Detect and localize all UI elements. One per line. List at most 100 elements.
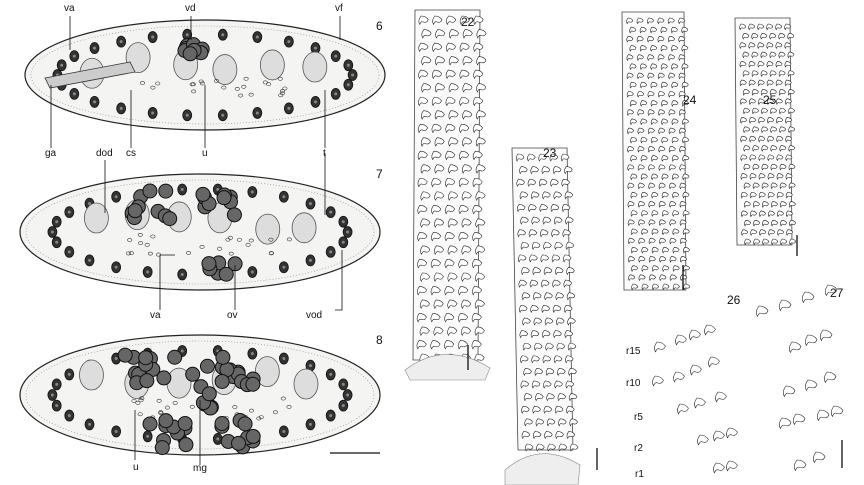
section-6-egg [234, 86, 240, 91]
proboscis-25-hook [760, 89, 768, 96]
proboscis-24-hook [630, 191, 638, 199]
proboscis-24-hook [661, 136, 669, 144]
proboscis-24-hook [630, 136, 638, 144]
proboscis-22-hook [416, 340, 427, 350]
section-8-egg [189, 404, 195, 409]
proboscis-25-hook [761, 126, 769, 134]
proboscis-25-hook [739, 61, 747, 68]
fig27-hook [789, 341, 802, 354]
proboscis-22-hook [417, 123, 428, 134]
proboscis-24-hook [657, 17, 665, 25]
section-7-egg [199, 245, 205, 249]
proboscis-25-hook [740, 117, 748, 124]
proboscis-23-hook [517, 229, 526, 238]
proboscis-25-hook [758, 135, 766, 143]
fig26-hook [654, 341, 666, 353]
proboscis-24-hook [647, 72, 655, 80]
proboscis-22-hook [475, 164, 486, 174]
proboscis-23-hook [566, 405, 575, 414]
fig27-hook [820, 329, 833, 342]
proboscis-23-hook [516, 178, 525, 187]
proboscis-24-hook [670, 26, 678, 34]
section-8-follicle-nucleus [114, 429, 118, 433]
proboscis-24-hook [639, 45, 647, 52]
proboscis-24-hook [641, 210, 648, 217]
section-7-follicle-nucleus [308, 202, 312, 206]
proboscis-23-hook [544, 317, 554, 326]
proboscis-24-hook [679, 237, 687, 245]
proboscis-25-hook [766, 42, 774, 49]
proboscis-24-hook [682, 173, 690, 181]
proboscis-23-hook [544, 431, 553, 440]
proboscis-23-hook [554, 241, 563, 250]
proboscis-22-hook [447, 299, 458, 309]
proboscis-25-hook [775, 42, 783, 49]
section-7-testis [255, 213, 281, 245]
fig27-hook [779, 299, 792, 312]
proboscis-24-hook [640, 173, 648, 181]
proboscis-22-hook [461, 272, 472, 282]
proboscis-24-hook [629, 63, 637, 71]
proboscis-22-hook [421, 83, 432, 93]
proboscis-23-hook [534, 368, 544, 377]
proboscis-23-hook [530, 330, 540, 339]
proboscis-23-hook [521, 267, 530, 276]
proboscis-22-hook [416, 286, 427, 296]
proboscis-23-hook [540, 254, 549, 263]
proboscis-24-hook [650, 45, 658, 52]
section-7-egg [225, 237, 231, 242]
section-7-egg [125, 251, 131, 256]
proboscis-24-hook [641, 283, 649, 291]
proboscis-25-hook [748, 23, 756, 31]
proboscis-23-hook [520, 380, 530, 389]
proboscis-25-hook [788, 163, 796, 171]
proboscis-24-hook [668, 36, 675, 43]
proboscis-24-hook [682, 247, 690, 254]
proboscis-22-hook [472, 204, 483, 215]
proboscis-24-hook [647, 54, 655, 61]
proboscis-25-hook [779, 107, 786, 115]
proboscis-22-hook [462, 29, 473, 39]
section-6-egg [198, 79, 204, 84]
section-8-ovary-lobe [178, 437, 194, 453]
proboscis-23-hook [556, 342, 565, 351]
proboscis-24-hook [627, 164, 635, 172]
proboscis-23-hook [531, 380, 541, 389]
proboscis-22-hook [458, 232, 469, 242]
proboscis-22-hook [445, 96, 456, 107]
proboscis-22-hook [434, 137, 445, 147]
proboscis-23-hook [567, 342, 577, 351]
proboscis-25-hook [748, 79, 756, 87]
proboscis-25-hook [784, 98, 792, 106]
proboscis-24-hook [640, 155, 648, 162]
section-8-follicle-nucleus [329, 414, 333, 418]
proboscis-22-hook [459, 42, 470, 53]
proboscis-25-hook [778, 70, 786, 78]
proboscis-23-hook [568, 368, 577, 377]
proboscis-22-hook [434, 164, 445, 174]
proboscis-23-hook [561, 178, 570, 187]
proboscis-25-hook [742, 89, 750, 96]
proboscis-25-hook [767, 173, 775, 180]
proboscis-24-hook [638, 201, 645, 208]
proboscis-22-hook [458, 286, 469, 296]
label-vd: vd [185, 3, 196, 14]
section-8-egg [138, 398, 144, 403]
proboscis-22-hook [447, 245, 458, 255]
proboscis-24-hook [671, 63, 679, 71]
proboscis-24-hook [637, 91, 645, 98]
figure-number-25: 25 [763, 93, 777, 107]
section-8-ovary-lobe [167, 349, 183, 365]
proboscis-23-hook [564, 191, 574, 200]
proboscis-23-hook [536, 443, 545, 452]
proboscis-22-hook [445, 177, 456, 188]
section-8-ovary-lobe [245, 376, 261, 392]
section-6-egg [189, 82, 195, 87]
proboscis-23-hook [567, 317, 576, 326]
proboscis-24-hook [639, 26, 647, 34]
proboscis-24-hook [669, 237, 677, 245]
proboscis-24-hook [678, 109, 686, 117]
fig27-hook [817, 409, 830, 422]
proboscis-22-hook [448, 29, 459, 39]
proboscis-25-hook [779, 163, 787, 171]
